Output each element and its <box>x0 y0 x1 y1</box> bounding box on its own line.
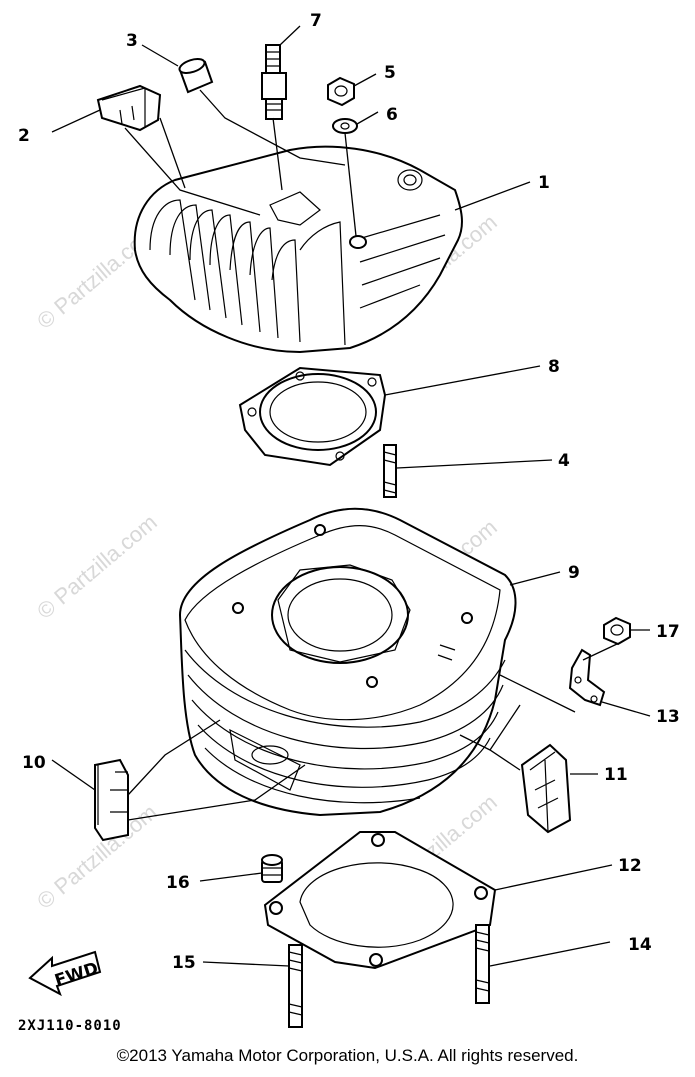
callout-label: 16 <box>166 873 190 893</box>
nut-part-17 <box>603 616 631 646</box>
dowel-part-3 <box>178 58 214 94</box>
callout-label: 5 <box>384 63 396 83</box>
leader-lines <box>51 25 651 967</box>
dowel-part-16 <box>261 854 283 883</box>
callout-label: 1 <box>538 173 550 193</box>
callout-label: 15 <box>172 953 196 973</box>
callout-label: 17 <box>656 622 680 642</box>
callout-label: 13 <box>656 707 680 727</box>
cylinder-head <box>133 145 463 354</box>
callout-label: 4 <box>558 451 570 471</box>
callout-label: 2 <box>18 126 30 146</box>
callout-label: 12 <box>618 856 642 876</box>
callout-label: 7 <box>310 11 322 31</box>
nut-part-5 <box>327 76 355 107</box>
cylinder <box>178 507 517 817</box>
cap-part-11 <box>520 743 572 834</box>
callout-label: 9 <box>568 563 580 583</box>
diagram-code: 2XJ110-8010 <box>18 1018 122 1034</box>
washer-part-6 <box>332 118 358 134</box>
callout-label: 10 <box>22 753 46 773</box>
cap-part-10 <box>94 758 129 842</box>
spark-plug-part-7 <box>261 44 287 120</box>
callout-label: 8 <box>548 357 560 377</box>
forward-arrow-icon: FWD <box>28 950 102 997</box>
callout-label: 6 <box>386 105 398 125</box>
cap-part-2 <box>96 84 162 132</box>
callout-label: 11 <box>604 765 628 785</box>
copyright-notice: ©2013 Yamaha Motor Corporation, U.S.A. A… <box>116 1046 579 1065</box>
callout-labels: 1 2 3 4 5 6 7 8 9 10 11 12 13 14 15 16 1… <box>18 11 680 973</box>
base-gasket-part-12 <box>263 831 497 970</box>
bracket-part-13 <box>568 648 606 707</box>
watermark: © Partzilla.com <box>32 509 162 623</box>
callout-label: 14 <box>628 935 652 955</box>
stud-part-4 <box>383 444 397 498</box>
stud-part-15 <box>288 944 303 1028</box>
head-gasket-part-8 <box>238 366 387 467</box>
callout-label: 3 <box>126 31 138 51</box>
stud-part-14 <box>475 924 490 1004</box>
